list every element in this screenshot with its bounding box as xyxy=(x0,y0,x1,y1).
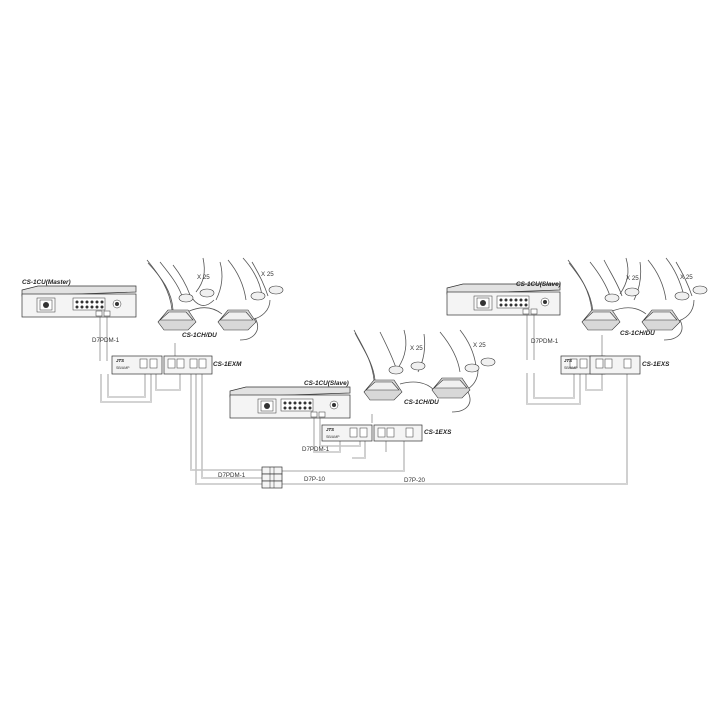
cable-master-ex-down xyxy=(190,372,262,485)
cable-label-right: D7PDM-1 xyxy=(531,338,559,345)
count-label-right-b: X 25 xyxy=(680,274,693,281)
brand-logo: JTS xyxy=(116,358,124,363)
extension-unit-right xyxy=(589,355,641,375)
cable-label-interconnect-a: D7PDM-1 xyxy=(218,472,246,479)
cu-label-master: CS-1CU(Master) xyxy=(22,279,71,286)
labels-right: CS-1CU(Slave) CS-1CH/DU CS-1EXS D7PDM-1 … xyxy=(516,274,693,368)
amp-master: JTS SB/AMP xyxy=(111,355,163,375)
central-unit-master xyxy=(21,285,137,318)
count-label-center-a: X 25 xyxy=(410,345,423,352)
cable-center-cu-amp xyxy=(313,417,387,459)
count-label-right-a: X 25 xyxy=(626,275,639,282)
delegate-unit-center xyxy=(431,377,471,399)
extension-unit-master xyxy=(163,355,213,375)
cable-label-interconnect-c: D7P-20 xyxy=(404,477,426,484)
amp-label: SB/AMP xyxy=(326,435,340,439)
delegate-unit-right xyxy=(641,309,681,331)
count-label-master-b: X 25 xyxy=(261,271,274,278)
extension-unit-center xyxy=(373,424,423,442)
cu-label-right: CS-1CU(Slave) xyxy=(516,281,561,288)
ex-label-master: CS-1EXM xyxy=(213,361,242,368)
cables xyxy=(99,314,628,485)
chdu-label-right: CS-1CH/DU xyxy=(620,330,655,337)
count-label-master-a: X 25 xyxy=(197,274,210,281)
labels-interconnect: D7PDM-1 D7P-10 D7P-20 xyxy=(218,472,426,484)
chdu-label-master: CS-1CH/DU xyxy=(182,332,217,339)
labels-master: CS-1CU(Master) CS-1CH/DU CS-1EXM D7PDM-1… xyxy=(22,271,274,368)
mic-units-center xyxy=(353,329,479,413)
port-block xyxy=(72,297,106,311)
port-block xyxy=(280,398,314,412)
amp-center: JTS SB/AMP xyxy=(321,424,373,442)
cable-master-cu-amp xyxy=(99,316,108,361)
central-unit-center xyxy=(229,386,351,419)
amp-label: SB/AMP xyxy=(116,366,130,370)
cable-right-cu-amp xyxy=(526,314,603,405)
cable-label-center: D7PDM-1 xyxy=(302,446,330,453)
cable-label-interconnect-b: D7P-10 xyxy=(304,476,326,483)
chairman-unit-master xyxy=(157,309,197,331)
cu-label-center: CS-1CU(Slave) xyxy=(304,380,349,387)
mic-heads xyxy=(178,285,708,375)
cable-master-amp-loop xyxy=(100,372,181,403)
interconnect-plugs xyxy=(261,466,283,489)
delegate-unit-master xyxy=(217,309,257,331)
ex-label-right: CS-1EXS xyxy=(642,361,670,368)
labels-center: CS-1CU(Slave) CS-1CH/DU CS-1EXS D7PDM-1 … xyxy=(302,342,486,453)
mic-bases xyxy=(157,285,708,401)
brand-logo: JTS xyxy=(564,358,572,363)
chairman-unit-right xyxy=(581,309,621,331)
amp-label: SB/AMP xyxy=(564,366,578,370)
brand-logo: JTS xyxy=(326,427,334,432)
cable-mic-links xyxy=(174,335,603,423)
chairman-unit-center xyxy=(363,379,403,401)
count-label-center-b: X 25 xyxy=(473,342,486,349)
ex-label-center: CS-1EXS xyxy=(424,429,452,436)
chdu-label-center: CS-1CH/DU xyxy=(404,399,439,406)
central-unit-right xyxy=(446,283,561,316)
port-block xyxy=(496,295,530,309)
cable-label-master: D7PDM-1 xyxy=(92,337,120,344)
